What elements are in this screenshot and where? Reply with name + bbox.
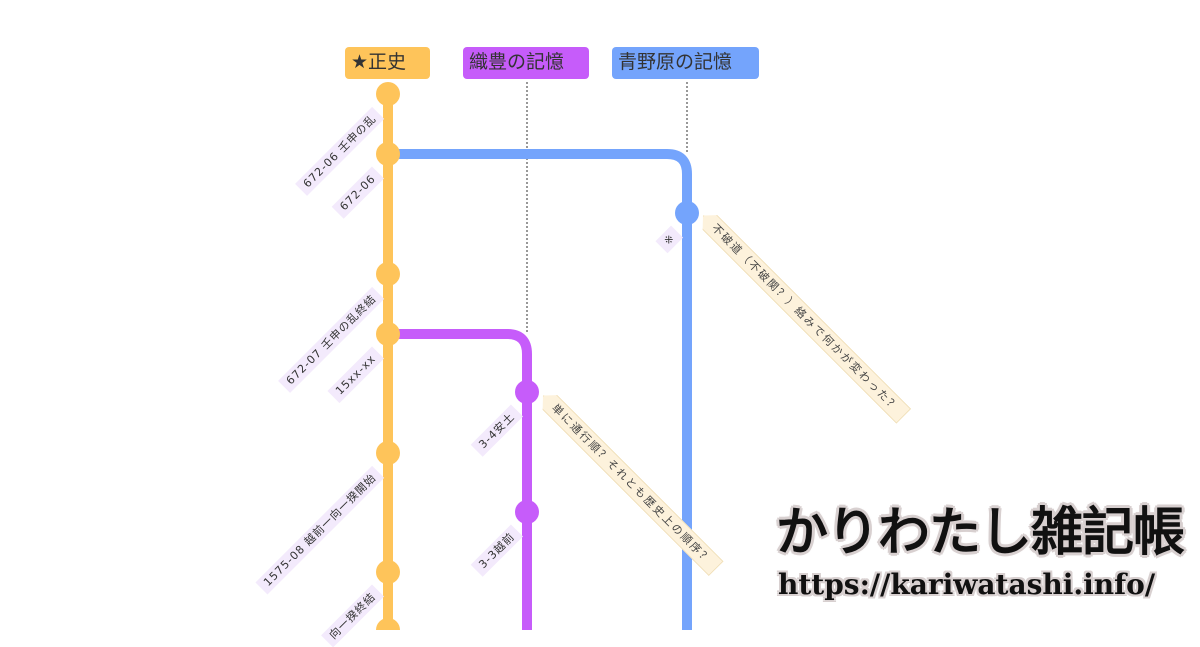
commit-dot-main[interactable] [376,142,400,166]
branch-label-aonohara: 青野原の記憶 [612,47,759,79]
watermark-url: https://kariwatashi.info/ [778,568,1156,601]
commit-dot-main[interactable] [376,262,400,286]
commit-dot-shokuho[interactable] [515,500,539,524]
aonohara-branch-line [388,149,692,630]
commit-dot-main[interactable] [376,618,400,630]
branch-diagram [376,82,699,630]
commit-dot-main[interactable] [376,441,400,465]
branch-label-main: ★正史 [345,47,430,79]
commit-dot-main[interactable] [376,560,400,584]
commit-dot-main[interactable] [376,322,400,346]
commit-dot-main[interactable] [376,82,400,106]
commit-dot-shokuho[interactable] [515,380,539,404]
shokuho-branch-line [388,329,532,630]
commit-dot-aonohara[interactable] [675,201,699,225]
watermark-title: かりわたし雑記帳 [776,503,1185,563]
branch-label-shokuho: 織豊の記憶 [463,47,589,79]
commit-dots [376,82,699,630]
